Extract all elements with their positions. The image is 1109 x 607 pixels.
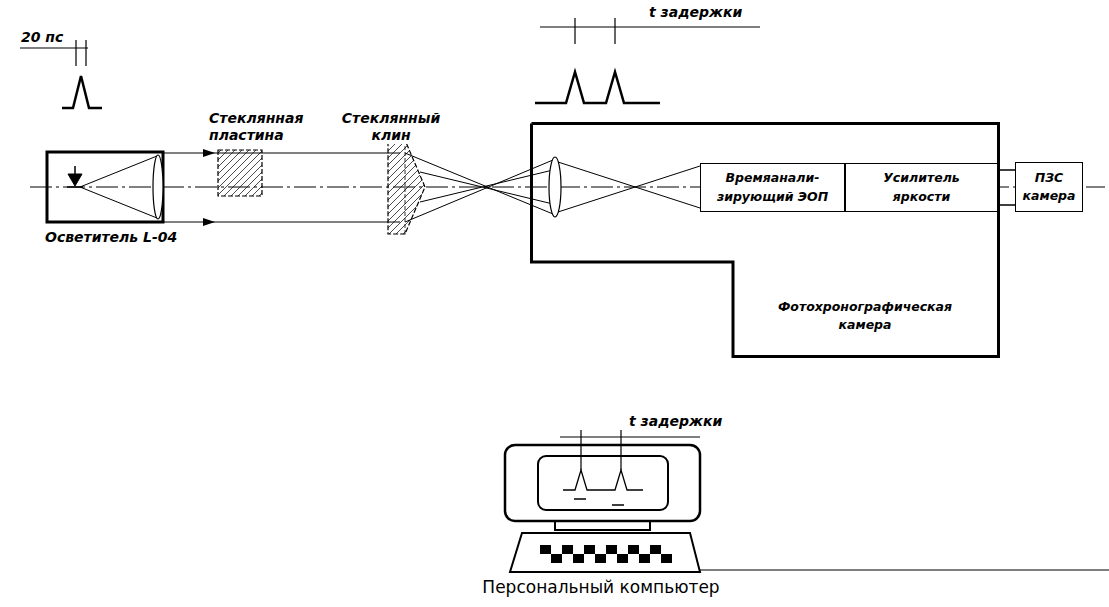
key [573,554,584,563]
key [661,554,672,563]
screen-trace [563,470,643,505]
key [606,545,617,554]
delay-label: t задержки [648,4,743,21]
divergent-rays [80,156,157,218]
ccd-coupling [998,170,1016,205]
keyboard-keys [540,545,672,563]
collimator-lens [153,155,163,219]
key [551,554,562,563]
camera-outline-path [532,124,999,357]
objective-lens [549,157,561,217]
keyboard [510,533,700,572]
key [595,554,606,563]
node-label: Времяанали- зирующий ЭОП [714,169,832,205]
node-label: Усилитель яркости [869,169,974,205]
part-name: Осветитель L-04 [44,229,178,246]
beam-arrow [203,149,215,226]
light-pulse [62,76,102,108]
ccd-camera-box: ПЗС камера [1015,162,1083,212]
key [650,545,661,554]
wedge-edge [405,140,406,234]
keyboard-cable [700,569,1109,570]
pulse-duration: 20 пс [20,29,64,46]
focused-rays [558,162,700,212]
delay-dimension [540,18,760,44]
key [617,554,628,563]
collimated-beam [163,153,400,222]
node-label: ПЗС камера [1020,169,1078,205]
diode-symbol [68,174,82,186]
key [628,545,639,554]
monitor-screen [538,456,668,510]
key [562,545,573,554]
brightness-amplifier-box: Усилитель яркости [845,163,998,212]
camera-housing: Фотохронографическая камера Времяанали- з… [530,122,1000,358]
key [584,545,595,554]
caption-label: Персональный компьютер [480,577,722,597]
delay-dimension [560,430,700,470]
part-name: Стеклянная пластина [208,110,318,144]
part-name: Стеклянный клин [336,110,446,144]
monitor-housing [505,445,700,521]
diode-bar [67,166,83,187]
node-label: Фотохронографическая камера [745,298,985,334]
monitor-stand [555,521,650,530]
illuminator-housing [47,152,163,222]
key [639,554,650,563]
delayed-pulses [535,72,660,103]
glass-plate [218,150,262,196]
camera-outline [530,122,1000,358]
key [540,545,551,554]
delay-label: t задержки [628,413,723,430]
image-tube-box: Времяанали- зирующий ЭОП [700,163,845,212]
